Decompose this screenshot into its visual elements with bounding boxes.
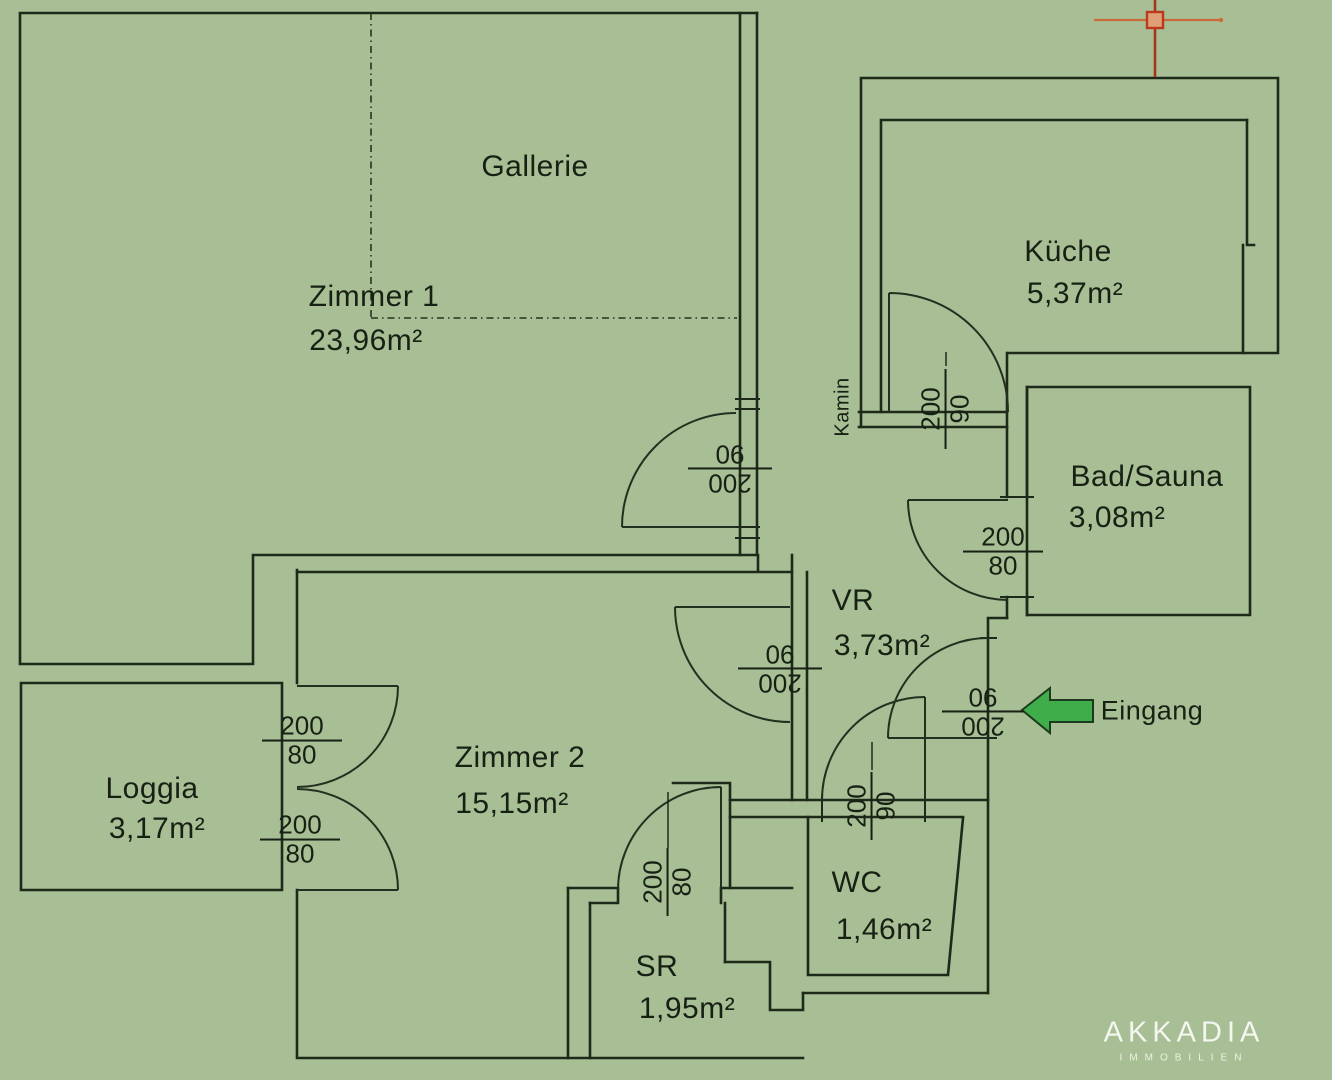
room-area-wc: 1,46m² [835,913,933,946]
room-label-wc: WC [831,866,883,899]
eingang-arrow-icon [1020,685,1094,736]
walls [18,11,1280,1060]
crosshair-cursor-icon [1094,0,1224,77]
dim-top: 200 [637,860,668,904]
room-label-loggia: Loggia [105,772,199,805]
room-area-sr: 1,95m² [638,992,736,1025]
dim-top: 200 [278,809,322,840]
room-label-gallerie: Gallerie [481,150,589,183]
dim-top: 200 [708,468,752,499]
dim-bar [963,551,1043,553]
logo-brand: AKKADIA [1103,1016,1265,1049]
dim-bar [262,740,342,742]
dim-bottom: 90 [968,682,998,712]
dim-bottom: 80 [667,867,697,897]
dim-bottom: 90 [765,639,795,669]
dim-top: 200 [981,521,1025,552]
door-dim-bad-sauna: 200 80 [963,521,1043,581]
dim-bottom: 90 [715,439,745,469]
dim-bottom: 80 [287,740,317,770]
dim-bottom: 80 [988,551,1018,581]
akkadia-logo: AKKADIA IMMOBILIEN [1104,1017,1265,1064]
door-dim-entrance: 200 90 [942,682,1024,742]
room-label-sr: SR [635,950,679,983]
dim-top: 200 [961,711,1005,742]
dim-top: 200 [280,710,324,741]
door-dim-vr: 200 90 [738,639,822,699]
room-label-bad-sauna: Bad/Sauna [1070,460,1224,493]
dim-top: 200 [758,668,802,699]
annotation-eingang: Eingang [1100,695,1204,726]
room-area-zimmer2: 15,15m² [455,787,569,820]
room-area-vr: 3,73m² [833,629,931,662]
door-dim-kueche: 200 90 [915,369,975,449]
room-label-zimmer1: Zimmer 1 [308,280,440,313]
door-dim-wc: 200 90 [841,772,901,840]
dim-bottom: 90 [871,791,901,821]
room-area-zimmer1: 23,96m² [309,324,423,357]
door-dim-loggia-lower: 200 80 [260,809,340,869]
gallerie-divider-dotted-line [370,13,737,319]
room-label-vr: VR [831,584,875,617]
room-area-loggia: 3,17m² [108,812,206,845]
dim-bottom: 90 [945,394,975,424]
room-label-zimmer2: Zimmer 2 [454,741,586,774]
door-dim-sr: 200 80 [637,848,697,916]
dimension-ticks [667,352,947,848]
room-area-kueche: 5,37m² [1026,277,1124,310]
door-swings [296,292,1009,891]
logo-tagline: IMMOBILIEN [1119,1052,1249,1064]
door-dim-zimmer1: 200 90 [688,439,772,499]
door-dim-loggia-upper: 200 80 [262,710,342,770]
room-label-kueche: Küche [1024,235,1112,268]
dim-bar [260,839,340,841]
room-area-bad-sauna: 3,08m² [1068,501,1166,534]
dim-bottom: 80 [285,839,315,869]
dim-top: 200 [915,387,946,431]
dim-top: 200 [841,784,872,828]
annotation-kamin: Kamin [831,377,854,437]
